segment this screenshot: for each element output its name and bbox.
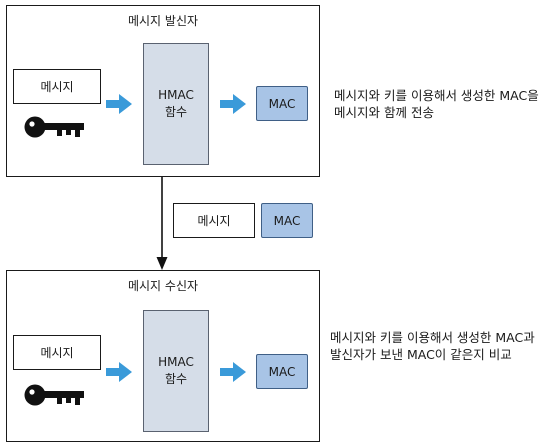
sender-note: 메시지와 키를 이용해서 생성한 MAC을 메시지와 함께 전송 (334, 87, 539, 121)
sender-mac-box: MAC (256, 86, 308, 121)
sender-hmac-subtitle: 함수 (164, 105, 188, 119)
receiver-hmac-subtitle: 함수 (164, 372, 188, 386)
right-arrow-icon (220, 94, 246, 114)
receiver-note-line2: 발신자가 보낸 MAC이 같은지 비교 (330, 347, 512, 362)
sender-hmac-box: HMAC 함수 (143, 43, 209, 165)
receiver-mac-box: MAC (256, 354, 308, 389)
transmitted-mac-box: MAC (261, 203, 313, 238)
right-arrow-icon (106, 94, 132, 114)
receiver-hmac-title: HMAC (158, 355, 194, 369)
sender-message-box: 메시지 (13, 69, 101, 104)
sender-hmac-title: HMAC (158, 88, 194, 102)
receiver-title: 메시지 수신자 (127, 279, 199, 293)
receiver-hmac-box: HMAC 함수 (143, 310, 209, 432)
receiver-note-line1: 메시지와 키를 이용해서 생성한 MAC과 (330, 330, 535, 345)
key-icon (24, 116, 84, 138)
transmitted-message-box: 메시지 (173, 203, 255, 238)
right-arrow-icon (220, 362, 246, 382)
right-arrow-icon (106, 362, 132, 382)
down-arrow-icon (156, 177, 168, 270)
receiver-message-box: 메시지 (13, 335, 101, 370)
sender-note-line1: 메시지와 키를 이용해서 생성한 MAC을 (334, 88, 539, 103)
sender-title: 메시지 발신자 (127, 14, 199, 28)
receiver-note: 메시지와 키를 이용해서 생성한 MAC과 발신자가 보낸 MAC이 같은지 비… (330, 329, 535, 363)
sender-note-line2: 메시지와 함께 전송 (334, 105, 434, 120)
key-icon (24, 384, 84, 406)
